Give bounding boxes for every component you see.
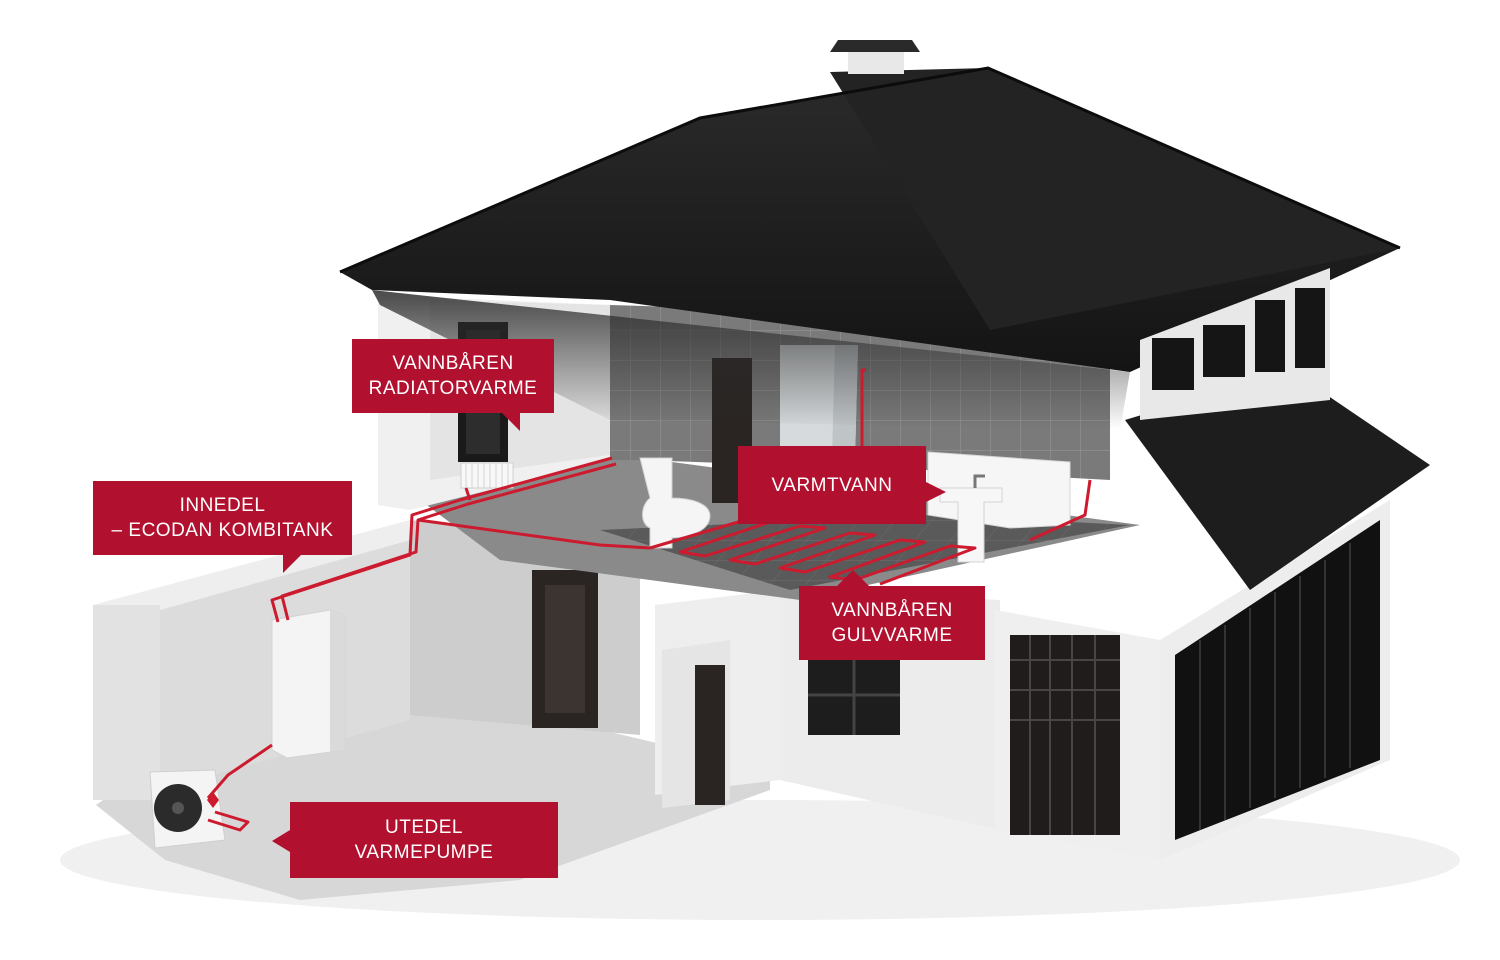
- callout-varmtvann-line1: VARMTVANN: [771, 474, 893, 496]
- radiator: [460, 462, 514, 489]
- callout-innedel-line1: INNEDEL: [179, 495, 266, 516]
- callout-innedel-line2: – ECODAN KOMBITANK: [111, 520, 334, 541]
- callout-radiator-heating: VANNBÅREN RADIATORVARME: [352, 339, 554, 431]
- entrance-door: [1010, 635, 1120, 835]
- roof-shadow: [372, 290, 1130, 430]
- callout-pointer: [502, 413, 520, 431]
- left-wall: [93, 520, 410, 800]
- callout-gulv-line2: GULVVARME: [831, 625, 953, 646]
- callout-pointer: [283, 555, 301, 573]
- callout-utedel-line1: UTEDEL: [385, 817, 463, 838]
- callout-pointer: [837, 570, 869, 586]
- sink: [939, 487, 1003, 563]
- callout-pointer: [926, 482, 946, 502]
- callout-utedel-line2: VARMEPUMPE: [354, 842, 494, 863]
- callout-radiator-line2: RADIATORVARME: [368, 378, 538, 399]
- chimney: [848, 52, 904, 74]
- callout-radiator-line1: VANNBÅREN: [392, 353, 514, 374]
- callout-gulv-line1: VANNBÅREN: [831, 600, 953, 621]
- sunroom-roof: [1125, 370, 1430, 590]
- callout-floor-heating: VANNBÅREN GULVVARME: [799, 570, 985, 660]
- callout-hot-water: VARMTVANN: [738, 446, 946, 524]
- callout-outdoor-unit: UTEDEL VARMEPUMPE: [272, 802, 558, 878]
- callout-indoor-unit: INNEDEL – ECODAN KOMBITANK: [93, 481, 352, 573]
- side-door: [695, 665, 725, 805]
- callout-pointer: [272, 830, 290, 852]
